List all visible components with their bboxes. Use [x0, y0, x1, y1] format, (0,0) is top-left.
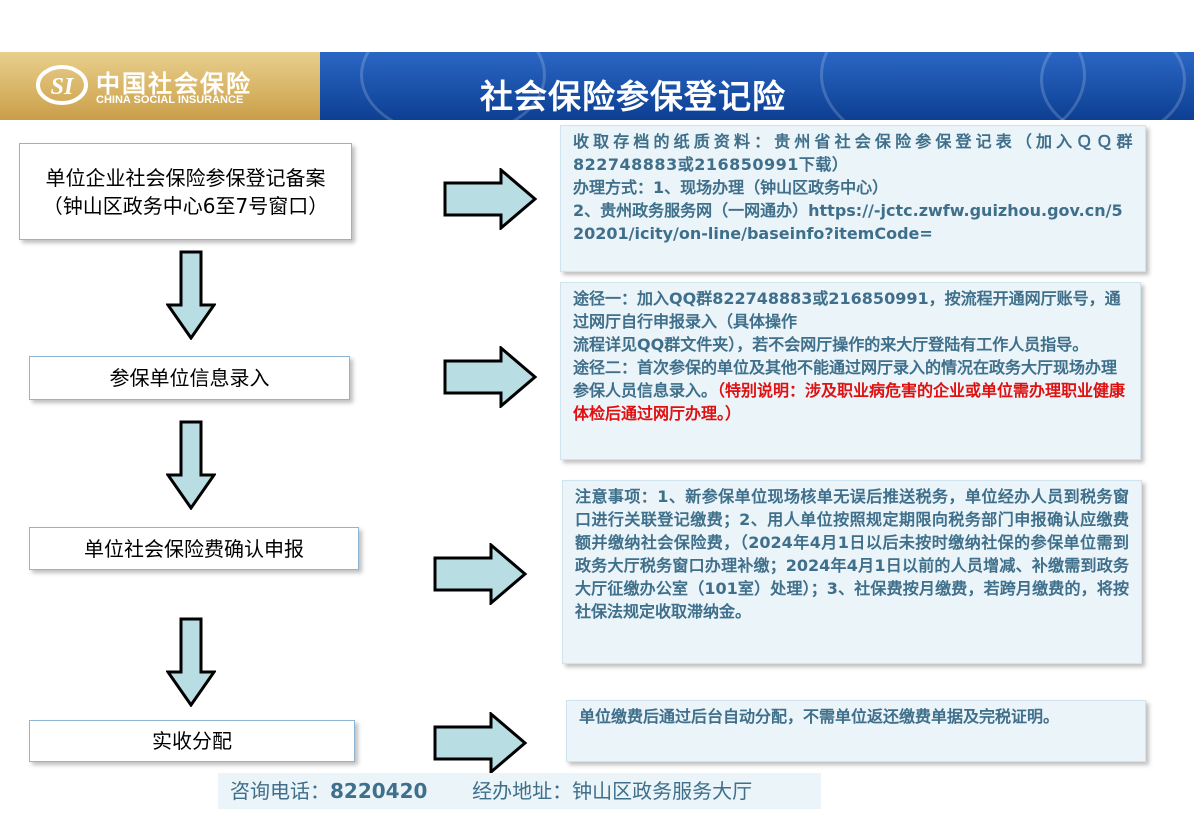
step-registration: 单位企业社会保险参保登记备案（钟山区政务中心6至7号窗口） [19, 143, 352, 240]
phone-label: 咨询电话： [230, 779, 330, 803]
right-arrow-icon [443, 346, 538, 408]
allocation-text: 单位缴费后通过后台自动分配，不需单位返还缴费单据及完税证明。 [579, 707, 1060, 726]
materials-text: 收取存档的纸质资料：贵州省社会保险参保登记表（加入ＱＱ群822748883或21… [573, 132, 1133, 174]
step-info-entry: 参保单位信息录入 [29, 356, 350, 400]
methods-text: 办理方式：1、现场办理（钟山区政务中心） [573, 178, 889, 197]
route-one-text: 途径一：加入QQ群822748883或216850991，按流程开通网厅账号，通… [573, 289, 1121, 331]
title-band [300, 0, 1194, 158]
step-declaration-label: 单位社会保险费确认申报 [84, 536, 304, 561]
down-arrow-icon [166, 617, 216, 707]
contact-footer: 咨询电话：8220420 经办地址：钟山区政务服务大厅 [218, 773, 821, 809]
online-url-text: 2、贵州政务服务网（一网通办）https://-jctc.zwfw.guizho… [573, 201, 1123, 243]
logo-band: SI 中国社会保险 CHINA SOCIAL INSURANCE [0, 52, 320, 120]
route-one-detail-text: 流程详见QQ群文件夹），若不会网厅操作的来大厅登陆有工作人员指导。 [573, 335, 1089, 354]
step-allocation: 实收分配 [29, 720, 355, 762]
route-two-paragraph: 途径二：首次参保的单位及其他不能通过网厅录入的情况在政务大厅现场办理参保人员信息… [573, 356, 1128, 425]
right-arrow-icon [443, 168, 538, 230]
right-arrow-icon [433, 543, 528, 605]
si-logo-icon: SI [36, 65, 88, 105]
phone-number: 8220420 [330, 779, 428, 803]
address-text: 钟山区政务服务大厅 [572, 779, 753, 803]
route-two-text: 途径二：首次参保的单位及其他不能通过网厅录入的情况在政务大厅现场办理参保人员信息… [573, 358, 1118, 400]
info-box-materials: 收取存档的纸质资料：贵州省社会保险参保登记表（加入ＱＱ群822748883或21… [560, 125, 1146, 272]
notes-text: 注意事项：1、新参保单位现场核单无误后推送税务，单位经办人员到税务窗口进行关联登… [575, 487, 1129, 621]
info-box-notes: 注意事项：1、新参保单位现场核单无误后推送税务，单位经办人员到税务窗口进行关联登… [562, 480, 1142, 664]
special-note-text: （特别说明：涉及职业病危害的企业或单位需办理职业健康体检后通过网厅办理。） [573, 381, 1126, 423]
step-registration-label: 单位企业社会保险参保登记备案（钟山区政务中心6至7号窗口） [42, 165, 329, 218]
down-arrow-icon [166, 420, 216, 510]
address-label: 经办地址： [472, 779, 573, 803]
info-box-entry: 途径一：加入QQ群822748883或216850991，按流程开通网厅账号，通… [560, 282, 1141, 460]
down-arrow-icon [166, 250, 216, 340]
logo-english-text: CHINA SOCIAL INSURANCE [96, 94, 244, 106]
page-title: 社会保险参保登记险 [480, 77, 786, 116]
step-allocation-label: 实收分配 [152, 729, 232, 753]
svg-text:SI: SI [51, 74, 75, 100]
step-info-entry-label: 参保单位信息录入 [109, 366, 270, 390]
logo-chinese-text: 中国社会保险 [96, 69, 252, 98]
step-declaration: 单位社会保险费确认申报 [29, 527, 359, 570]
header-banner: SI 中国社会保险 CHINA SOCIAL INSURANCE 社会保险参保登… [0, 0, 1194, 158]
info-box-allocation: 单位缴费后通过后台自动分配，不需单位返还缴费单据及完税证明。 [566, 700, 1146, 762]
right-arrow-icon [433, 712, 528, 774]
